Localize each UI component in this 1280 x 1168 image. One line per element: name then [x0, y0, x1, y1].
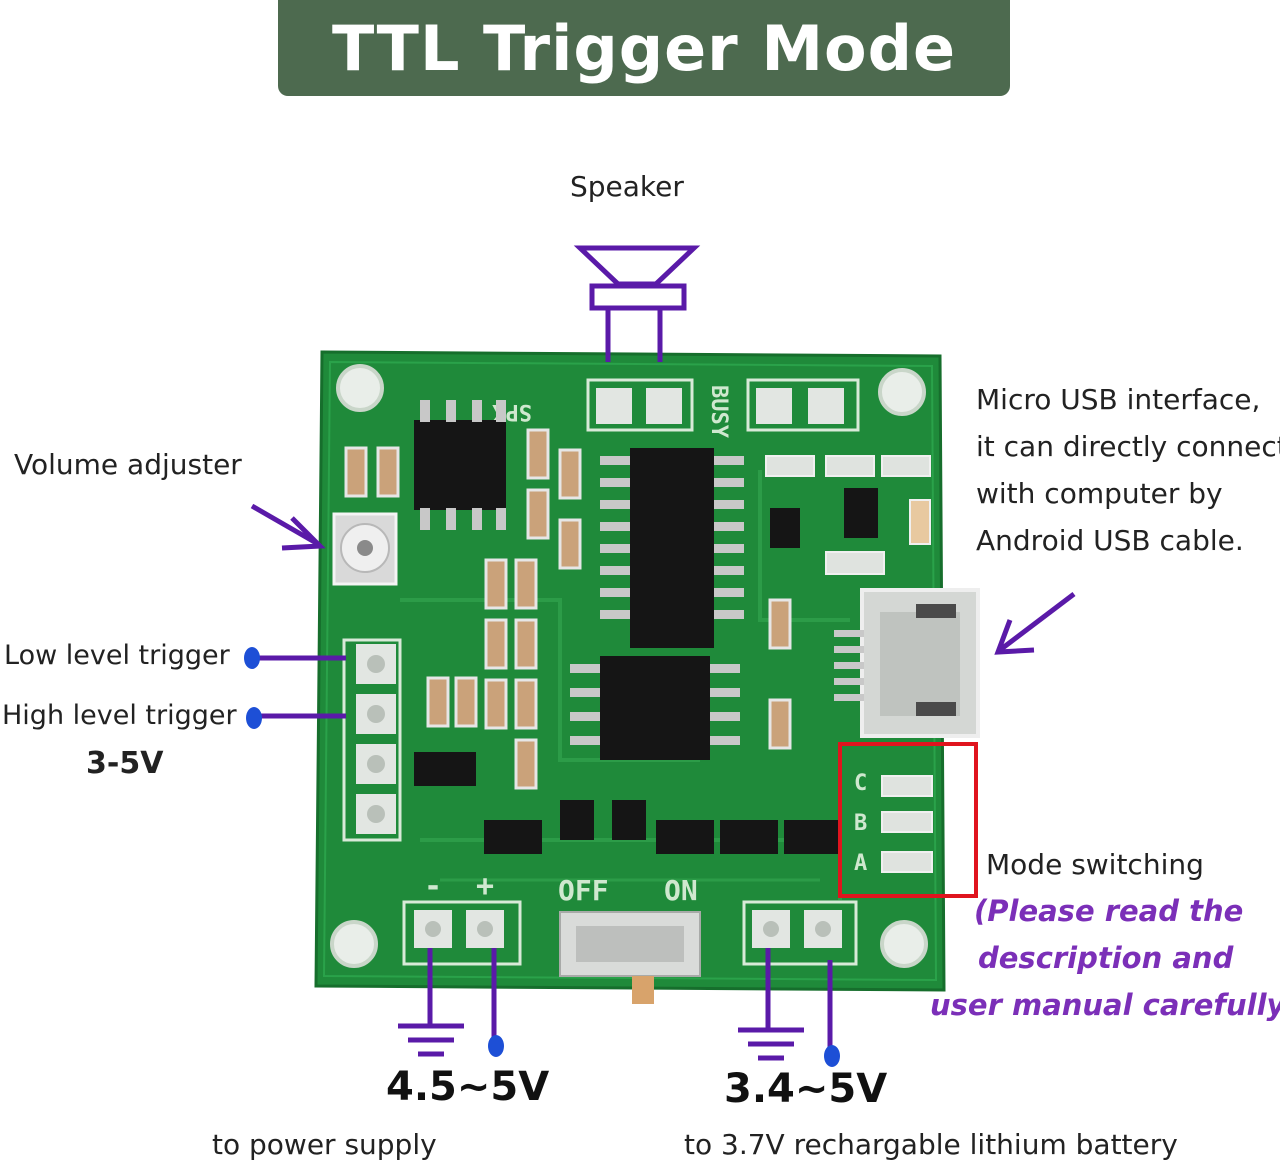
mode-note-line: user manual carefully): [930, 988, 1280, 1022]
speaker-label: Speaker: [570, 170, 684, 203]
mode-a-silkscreen: A: [854, 851, 867, 876]
transistors: [414, 488, 878, 854]
busy-silkscreen: BUSY: [706, 385, 731, 439]
micro-usb-connector: [834, 588, 980, 738]
busy-pads: BUSY: [706, 378, 860, 439]
ground-icon: [398, 1023, 464, 1057]
smd-parts: [344, 428, 792, 790]
mode-b-silkscreen: B: [854, 811, 867, 836]
volume-potentiometer: [332, 512, 398, 586]
title-banner: TTL Trigger Mode: [278, 0, 1010, 96]
mode-switch-highlight: [838, 742, 978, 898]
power-voltage-label: 4.5~5V: [386, 1064, 550, 1110]
usb-line: Android USB cable.: [976, 524, 1244, 557]
usb-description: Micro USB interface, it can directly con…: [976, 376, 1280, 564]
volume-adjuster-label: Volume adjuster: [14, 448, 242, 481]
mode-c-silkscreen: C: [854, 771, 867, 796]
low-level-trigger-label: Low level trigger: [4, 640, 230, 671]
ground-icon: [738, 1027, 804, 1061]
mode-note-line: description and: [978, 941, 1234, 975]
mode-switch-resistors: [881, 775, 933, 873]
mode-switching-label: Mode switching: [986, 848, 1204, 881]
speaker-icon: [573, 245, 701, 362]
usb-line: with computer by: [976, 477, 1223, 510]
battery-description: to 3.7V rechargable lithium battery: [684, 1128, 1178, 1161]
page-title: TTL Trigger Mode: [331, 11, 957, 85]
usb-line: it can directly connect: [976, 430, 1280, 463]
power-leads: [427, 948, 833, 1050]
usb-line: Micro USB interface,: [976, 383, 1261, 416]
arrow-icon: [250, 503, 326, 551]
plus-silkscreen: +: [476, 869, 494, 904]
top-right-resistors: [765, 455, 931, 575]
battery-voltage-label: 3.4~5V: [724, 1066, 888, 1112]
power-switch: [559, 911, 701, 1004]
minus-silkscreen: -: [424, 869, 442, 904]
chips: [414, 400, 744, 760]
power-description: to power supply: [212, 1128, 437, 1161]
arrow-icon: [994, 592, 1076, 655]
off-silkscreen: OFF: [558, 874, 609, 907]
pin-dot-icon: [246, 707, 262, 729]
pin-dot-icon: [488, 1035, 504, 1057]
high-level-trigger-label: High level trigger: [2, 700, 237, 731]
battery-pads: [742, 900, 858, 966]
pin-dot-icon: [244, 647, 260, 669]
mode-note-line: (Please read the: [974, 894, 1244, 928]
trigger-pads: [342, 638, 402, 842]
trigger-leads: [256, 655, 346, 719]
trigger-voltage-label: 3-5V: [86, 746, 164, 781]
pin-dot-icon: [824, 1045, 840, 1067]
power-pads: [402, 900, 522, 966]
on-silkscreen: ON: [664, 874, 698, 907]
